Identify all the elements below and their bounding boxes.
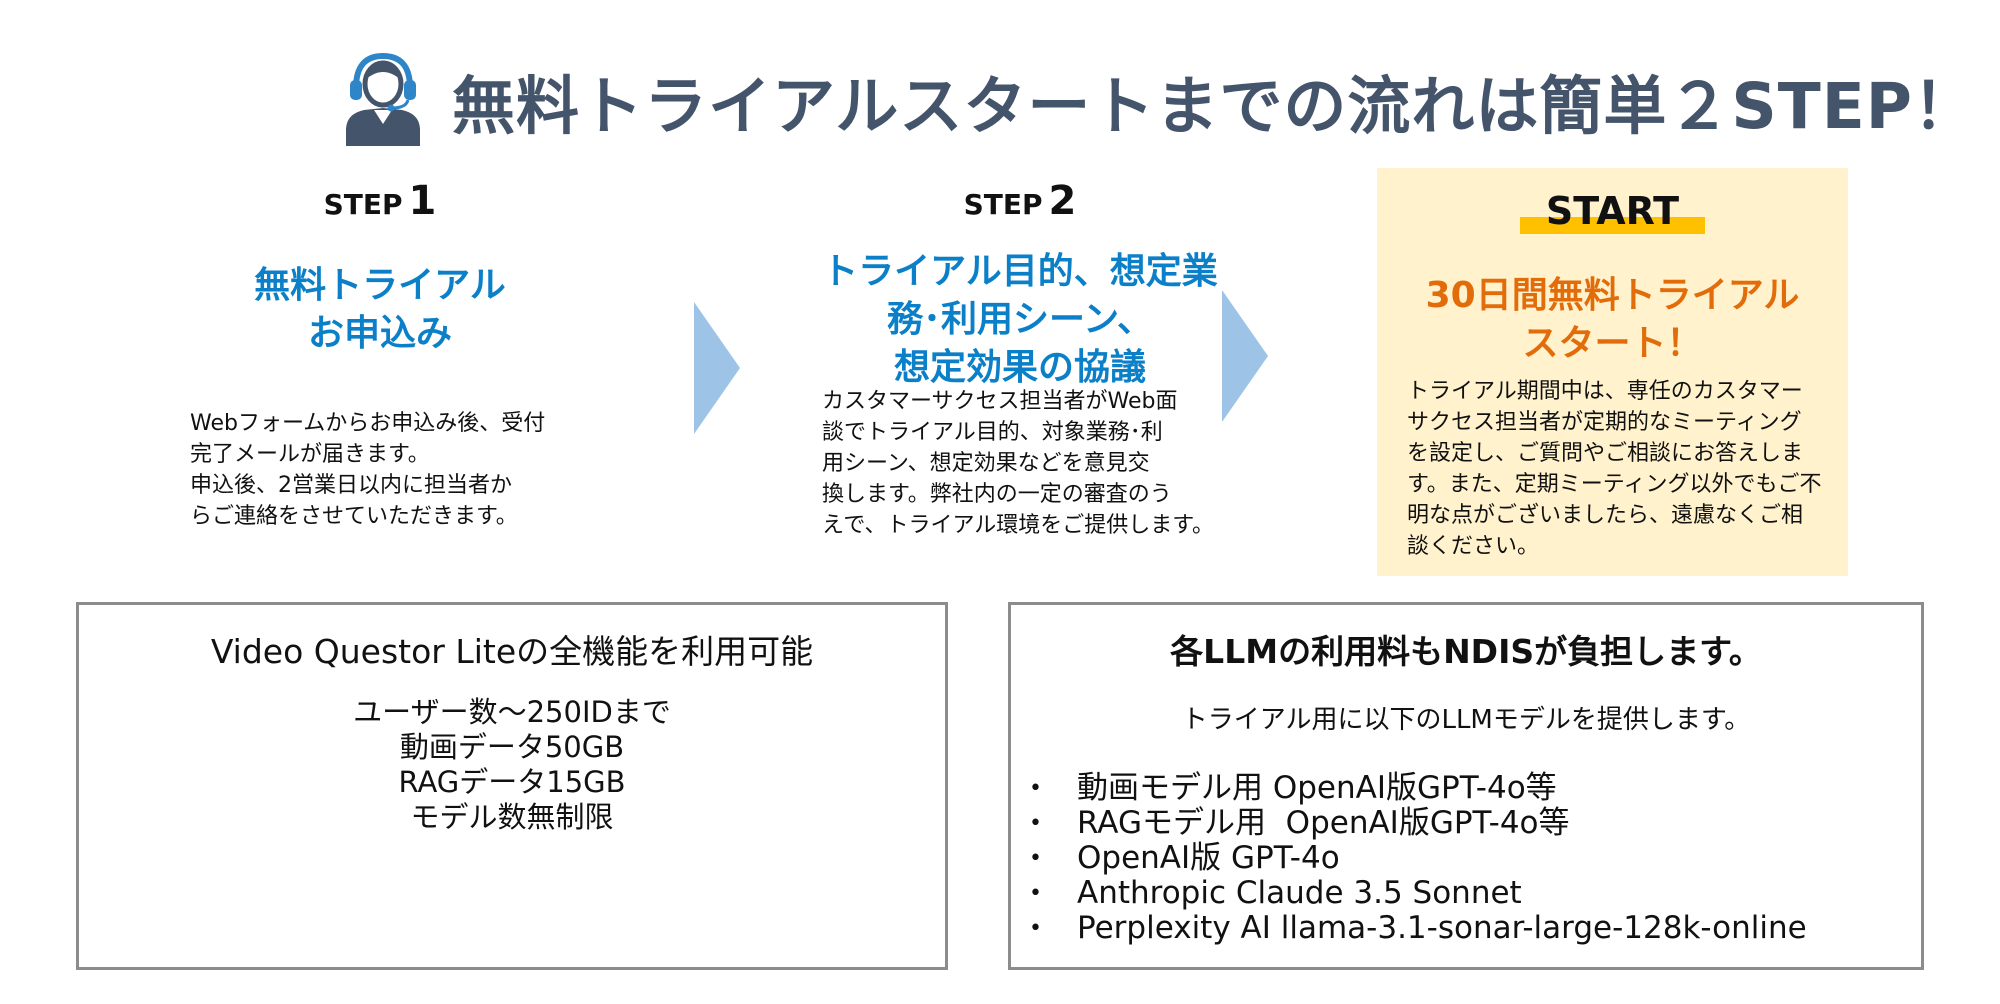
features-panel-title: Video Questor Liteの全機能を利用可能 bbox=[210, 632, 814, 671]
page-title: 無料トライアルスタートまでの流れは簡単２STEP！ bbox=[452, 70, 1977, 143]
bullet-icon: • bbox=[1029, 846, 1042, 871]
feature-item: ユーザー数～250IDまで bbox=[353, 695, 671, 729]
feature-item: RAGデータ15GB bbox=[398, 765, 626, 799]
description-line: カスタマーサクセス担当者がWeb面 bbox=[822, 389, 1178, 414]
llm-panel-title: 各LLMの利用料もNDISが負担します。 bbox=[1170, 632, 1762, 671]
llm-model-list: • 動画モデル用 OpenAI版GPT-4o等 • RAGモデル用 OpenAI版G… bbox=[1029, 771, 1807, 946]
description-line: サクセス担当者が定期的なミーティング bbox=[1407, 410, 1802, 435]
list-item: • RAGモデル用 OpenAI版GPT-4o等 bbox=[1029, 806, 1807, 841]
description-line: 用シーン、想定効果などを意見交 bbox=[822, 451, 1150, 476]
features-list: ユーザー数～250IDまで 動画データ50GB RAGデータ15GB モデル数無… bbox=[79, 695, 945, 835]
description-line: らご連絡をさせていただきます。 bbox=[190, 504, 518, 529]
step-label-text: STEP bbox=[323, 188, 403, 221]
description-line: 明な点がございましたら、遠慮なくご相 bbox=[1407, 503, 1804, 528]
bullet-icon: • bbox=[1029, 811, 1042, 836]
description-line: えで、トライアル環境をご提供します。 bbox=[822, 513, 1215, 538]
chevron-right-arrow-icon bbox=[1222, 290, 1268, 422]
heading-line: 無料トライアル bbox=[254, 265, 506, 306]
step-2-description: カスタマーサクセス担当者がWeb面 談でトライアル目的、対象業務･利 用シーン、… bbox=[822, 386, 1222, 541]
heading-line: 想定効果の協議 bbox=[893, 347, 1146, 388]
list-item: • Perplexity AI llama-3.1-sonar-large-128… bbox=[1029, 911, 1807, 946]
llm-model-name: Perplexity AI llama-3.1-sonar-large-128k… bbox=[1077, 910, 1807, 946]
start-panel bbox=[1377, 168, 1848, 576]
start-label-highlight bbox=[1520, 217, 1705, 234]
list-item: • OpenAI版 GPT-4o bbox=[1029, 841, 1807, 876]
features-panel: Video Questor Liteの全機能を利用可能 ユーザー数～250IDま… bbox=[76, 602, 948, 970]
list-item: • 動画モデル用 OpenAI版GPT-4o等 bbox=[1029, 771, 1807, 806]
feature-item: モデル数無制限 bbox=[410, 800, 614, 834]
step-label-text: STEP bbox=[963, 188, 1043, 221]
step-2-heading: トライアル目的、想定業 務･利用シーン、 想定効果の協議 bbox=[800, 248, 1240, 392]
heading-line: トライアル目的、想定業 bbox=[822, 251, 1218, 292]
heading-line: スタート！ bbox=[1522, 323, 1703, 364]
heading-line: お申込み bbox=[307, 313, 452, 354]
start-label: START bbox=[1545, 189, 1680, 233]
list-item: • Anthropic Claude 3.5 Sonnet bbox=[1029, 876, 1807, 911]
llm-model-name: Anthropic Claude 3.5 Sonnet bbox=[1077, 875, 1522, 911]
description-line: Webフォームからお申込み後、受付 bbox=[190, 411, 546, 436]
bullet-icon: • bbox=[1029, 916, 1042, 941]
llm-intro-text: トライアル用に以下のLLMモデルを提供します。 bbox=[1181, 705, 1751, 735]
llm-model-name: RAGモデル用 OpenAI版GPT-4o等 bbox=[1077, 805, 1570, 841]
llm-model-name: OpenAI版 GPT-4o bbox=[1077, 840, 1340, 876]
description-line: す。また、定期ミーティング以外でもご不 bbox=[1407, 472, 1822, 497]
description-line: トライアル期間中は、専任のカスタマー bbox=[1407, 379, 1803, 404]
chevron-right-arrow-icon bbox=[694, 302, 740, 434]
start-heading: 30日間無料トライアル スタート！ bbox=[1377, 272, 1848, 368]
feature-item: 動画データ50GB bbox=[399, 730, 625, 764]
step-number: 2 bbox=[1048, 178, 1077, 224]
llm-panel: 各LLMの利用料もNDISが負担します。 トライアル用に以下のLLMモデルを提供… bbox=[1008, 602, 1924, 970]
description-line: を設定し、ご質問やご相談にお答えしま bbox=[1407, 441, 1804, 466]
heading-line: 務･利用シーン、 bbox=[886, 299, 1154, 340]
support-agent-headset-icon bbox=[346, 52, 420, 146]
description-line: 談ください。 bbox=[1407, 534, 1540, 559]
description-line: 完了メールが届きます。 bbox=[190, 442, 430, 467]
heading-line: 30日間無料トライアル bbox=[1425, 275, 1800, 316]
llm-model-name: 動画モデル用 OpenAI版GPT-4o等 bbox=[1077, 770, 1557, 806]
description-line: 換します。弊社内の一定の審査のう bbox=[822, 482, 1172, 507]
description-line: 談でトライアル目的、対象業務･利 bbox=[822, 420, 1163, 445]
start-description: トライアル期間中は、専任のカスタマー サクセス担当者が定期的なミーティング を設… bbox=[1407, 376, 1837, 562]
description-line: 申込後、2営業日以内に担当者か bbox=[190, 473, 512, 498]
step-number: 1 bbox=[408, 178, 437, 224]
bullet-icon: • bbox=[1029, 776, 1042, 801]
step-1-heading: 無料トライアル お申込み bbox=[230, 262, 530, 358]
step-1-description: Webフォームからお申込み後、受付 完了メールが届きます。 申込後、2営業日以内… bbox=[190, 408, 610, 532]
bullet-icon: • bbox=[1029, 881, 1042, 906]
